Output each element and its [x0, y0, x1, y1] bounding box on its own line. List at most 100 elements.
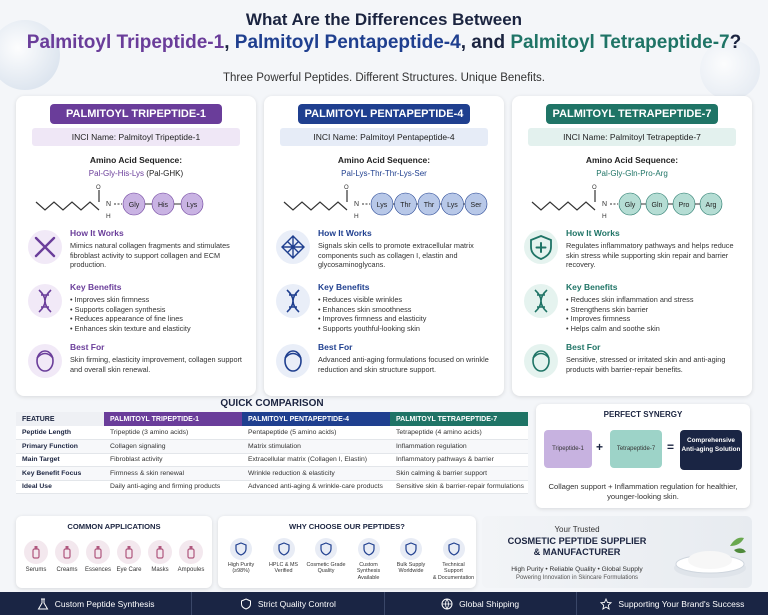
why-label: Quality — [317, 568, 335, 575]
footer-item: Supporting Your Brand's Success — [577, 592, 768, 615]
application-item: Creams — [53, 540, 81, 573]
feature-cell: Main Target — [16, 453, 104, 467]
bubble-decoration — [700, 40, 760, 100]
peptide-name-badge: PALMITOYL TETRAPEPTIDE-7 — [546, 104, 718, 124]
table-cell: Daily anti-aging and firming products — [104, 480, 242, 494]
page-subtitle: Three Powerful Peptides. Different Struc… — [223, 72, 545, 84]
supplier-tagline: Powering Innovation in Skincare Formulat… — [515, 575, 639, 581]
amino-acid-residue-label: Thr — [400, 202, 411, 209]
key-benefits-list: Reduces visible wrinklesEnhances skin sm… — [318, 295, 496, 333]
footer-item: Strict Quality Control — [192, 592, 385, 615]
comparison-header: PALMITOYL TRIPEPTIDE-1 — [104, 412, 242, 426]
amino-acid-residue-label: Arg — [706, 202, 717, 209]
box-stack-icon — [400, 538, 422, 560]
dna-benefit-icon — [524, 284, 558, 318]
nitrogen-label: N — [354, 201, 359, 208]
title-separator: , and — [460, 32, 511, 53]
why-label: Cosmetic Grade — [306, 562, 346, 568]
palmitoyl-chain — [531, 201, 596, 211]
synergy-piece-tripeptide: Tripeptide-1 — [544, 430, 592, 468]
essence-bottle-icon — [86, 540, 110, 564]
amino-acid-residue-label: His — [158, 202, 169, 209]
benefit-item: Enhances skin smoothness — [318, 305, 496, 315]
section-heading: How It Works — [70, 228, 124, 238]
eye-care-icon — [117, 540, 141, 564]
title-end: ? — [729, 32, 742, 53]
dna-benefit-icon — [28, 284, 62, 318]
amino-acid-label: Amino Acid Sequence: — [585, 155, 679, 165]
sequence-code: Pal-Gly-Gln-Pro-Arg — [596, 169, 668, 178]
oxygen-label: O — [96, 185, 101, 191]
synergy-plus: + — [596, 440, 604, 454]
amino-acid-residue-label: Thr — [424, 202, 435, 209]
amino-acid-residue-label: Pro — [679, 202, 690, 209]
application-label: Eye Care — [116, 567, 142, 573]
amino-acid-sequence: Pal-Gly-His-Lys (Pal-GHK) — [16, 169, 256, 178]
face-profile-icon — [276, 344, 310, 378]
section-heading: Key Benefits — [318, 282, 370, 292]
section-heading: Key Benefits — [566, 282, 618, 292]
application-item: Essences — [84, 540, 112, 573]
table-cell: Extracellular matrix (Collagen I, Elasti… — [242, 453, 390, 467]
section-text: Advanced anti-aging formulations focused… — [318, 355, 489, 374]
table-cell: Sensitive skin & barrier-repair formulat… — [390, 480, 528, 494]
comparison-title: QUICK COMPARISON — [220, 398, 324, 409]
benefit-item: Supports youthful-looking skin — [318, 324, 496, 334]
benefit-item: Enhances skin texture and elasticity — [70, 324, 248, 334]
synergy-result: Comprehensive Anti-aging Solution — [680, 430, 742, 470]
amino-acid-bead — [464, 192, 488, 216]
water-drop-decoration — [0, 20, 60, 90]
supplier-line2: COSMETIC PEPTIDE SUPPLIER — [507, 536, 647, 546]
face-mask-icon — [148, 540, 172, 564]
benefit-item: Reduces visible wrinkles — [318, 295, 496, 305]
application-label: Ampoules — [177, 567, 205, 573]
application-item: Ampoules — [177, 540, 205, 573]
title-separator: , — [224, 32, 235, 53]
quick-comparison: QUICK COMPARISON FEATURE PALMITOYL TRIPE… — [16, 398, 528, 510]
amino-acid-residue-label: Gly — [129, 202, 140, 209]
why-item: High Purity(≥98%) — [220, 538, 262, 575]
amino-acid-residue-label: Lys — [447, 202, 458, 209]
benefit-item: Improves skin firmness — [70, 295, 248, 305]
synergy-equals: = — [667, 440, 675, 454]
page-title-line1: What Are the Differences Between — [245, 10, 523, 29]
palmitoyl-chain — [283, 201, 348, 211]
dna-benefit-icon — [276, 284, 310, 318]
face-profile-icon — [28, 344, 62, 378]
why-label: Bulk Supply — [396, 562, 426, 568]
applications-title: COMMON APPLICATIONS — [67, 522, 161, 531]
feature-cell: Peptide Length — [16, 426, 104, 440]
amino-acid-label: Amino Acid Sequence: — [337, 155, 431, 165]
table-cell: Advanced anti-aging & wrinkle-care produ… — [242, 480, 390, 494]
document-check-icon — [272, 538, 295, 560]
amino-acid-residue-label: Ser — [471, 202, 483, 209]
feature-cell: Key Benefit Focus — [16, 466, 104, 481]
title-peptide-2: Palmitoyl Pentapeptide-4 — [234, 32, 461, 53]
amino-acid-residue-label: Gln — [652, 202, 663, 209]
supplier-heading: COSMETIC PEPTIDE SUPPLIER & MANUFACTURER — [482, 536, 672, 558]
table-cell: Wrinkle reduction & elasticity — [242, 466, 390, 481]
why-label: Verified — [274, 568, 293, 575]
section-text: Mimics natural collagen fragments and st… — [70, 241, 230, 270]
amino-acid-sequence: Pal-Gly-Gln-Pro-Arg — [512, 169, 752, 178]
application-label: Masks — [151, 567, 169, 573]
benefit-item: Helps calm and soothe skin — [566, 324, 744, 334]
why-item: Technical Support& Documentation — [433, 538, 475, 581]
inci-name: INCI Name: Palmitoyl Tripeptide-1 — [32, 128, 240, 146]
supplier-tags: High Purity • Reliable Quality • Global … — [511, 566, 643, 573]
table-cell: Tripeptide (3 amino acids) — [104, 426, 242, 440]
feature-cell: Primary Function — [16, 439, 104, 454]
comparison-header-row: FEATURE PALMITOYL TRIPEPTIDE-1 PALMITOYL… — [16, 412, 528, 426]
footer-item: Custom Peptide Synthesis — [0, 592, 193, 615]
sequence-code: Pal-Gly-His-Lys — [88, 169, 145, 178]
benefit-item: Strengthens skin barrier — [566, 305, 744, 315]
table-cell: Pentapeptide (5 amino acids) — [242, 426, 390, 440]
